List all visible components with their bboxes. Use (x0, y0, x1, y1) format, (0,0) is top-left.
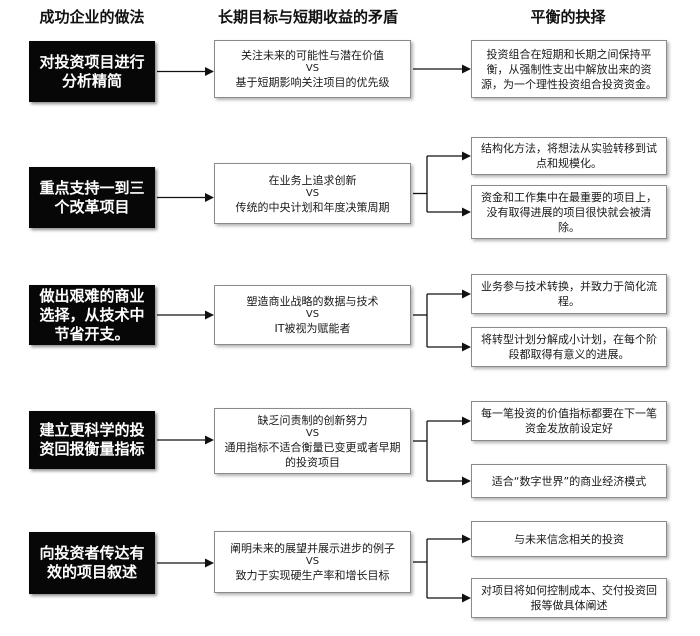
practice-label-5: 向投资者传达有效的项目叙述 (39, 544, 145, 581)
header-conflicts: 长期目标与短期收益的矛盾 (217, 8, 398, 26)
conflict-top-2: 在业务上追求创新 (268, 173, 357, 187)
choice-text-5-2: 对项目将如何控制成本、交付投资回报等做具体阐述 (481, 584, 657, 612)
choice-box-4-1: 每一笔投资的价值指标都要在下一笔资金发放前设定好 (471, 401, 667, 441)
conflict-box-3: 塑造商业战略的数据与技术 VS IT被视为赋能者 (214, 285, 411, 345)
header-practices: 成功企业的做法 (39, 8, 145, 26)
choice-text-4-2: 适合“数字世界”的商业经济模式 (491, 474, 647, 488)
conflict-vs-4: VS (305, 427, 320, 439)
conflict-bottom-2: 传统的中央计划和年度决策周期 (235, 200, 390, 214)
practice-label-1: 对投资项目进行分析精简 (39, 52, 145, 90)
choice-text-3-1: 业务参与技术转换，并致力于简化流程。 (481, 280, 657, 308)
conflict-vs-1: VS (305, 63, 320, 74)
header-choices: 平衡的抉择 (530, 8, 606, 26)
choice-box-5-1: 与未来信念相关的投资 (471, 521, 667, 557)
conflict-box-2: 在业务上追求创新 VS 传统的中央计划和年度决策周期 (214, 163, 411, 224)
conflict-vs-2: VS (305, 187, 320, 199)
choice-text-3-2: 将转型计划分解成小计划，在每个阶段都取得有意义的进展。 (481, 333, 657, 361)
conflict-box-4: 缺乏问责制的创新努力 VS 通用指标不适合衡量已变更或者早期的投资项目 (214, 408, 411, 474)
conflict-vs-5: VS (305, 556, 320, 567)
choice-box-2-1: 结构化方法，将想法从实验转移到试点和规模化。 (471, 137, 667, 175)
practice-label-3: 做出艰难的商业选择，从技术中节省开支。 (39, 286, 145, 343)
practice-box-2: 重点支持一到三个改革项目 (29, 167, 155, 228)
conflict-top-1: 关注未来的可能性与潜在价值 (241, 49, 384, 62)
practice-box-4: 建立更科学的投资回报衡量指标 (29, 411, 155, 469)
conflict-bottom-3: IT被视为赋能者 (274, 322, 351, 335)
choice-box-3-1: 业务参与技术转换，并致力于简化流程。 (471, 274, 667, 314)
choice-box-5-2: 对项目将如何控制成本、交付投资回报等做具体阐述 (471, 578, 667, 618)
conflict-bottom-4: 通用指标不适合衡量已变更或者早期的投资项目 (224, 440, 401, 469)
choice-box-3-2: 将转型计划分解成小计划，在每个阶段都取得有意义的进展。 (471, 327, 667, 367)
conflict-top-4: 缺乏问责制的创新努力 (257, 413, 368, 427)
practice-label-4: 建立更科学的投资回报衡量指标 (39, 421, 145, 458)
choice-text-2-1: 结构化方法，将想法从实验转移到试点和规模化。 (481, 142, 657, 170)
practice-label-2: 重点支持一到三个改革项目 (39, 178, 145, 216)
choice-box-2-2: 资金和工作集中在最重要的项目上，没有取得进展的项目很快就会被清除。 (471, 185, 667, 239)
choice-box-1-1: 投资组合在短期和长期之间保持平衡，从强制性支出中解放出来的资源，为一个理性投资组… (471, 40, 667, 98)
practice-box-3: 做出艰难的商业选择，从技术中节省开支。 (29, 285, 155, 345)
practice-box-1: 对投资项目进行分析精简 (29, 41, 155, 102)
conflict-bottom-1: 基于短期影响关注项目的优先级 (235, 76, 390, 89)
conflict-box-1: 关注未来的可能性与潜在价值 VS 基于短期影响关注项目的优先级 (214, 40, 411, 98)
conflict-top-5: 阐明未来的展望并展示进步的例子 (230, 542, 395, 555)
conflict-top-3: 塑造商业战略的数据与技术 (246, 295, 379, 308)
choice-text-1-1: 投资组合在短期和长期之间保持平衡，从强制性支出中解放出来的资源，为一个理性投资组… (481, 47, 657, 91)
conflict-bottom-5: 致力于实现硬生产率和增长目标 (235, 569, 390, 582)
conflict-box-5: 阐明未来的展望并展示进步的例子 VS 致力于实现硬生产率和增长目标 (214, 531, 411, 593)
choice-text-4-1: 每一笔投资的价值指标都要在下一笔资金发放前设定好 (481, 407, 657, 435)
choice-text-2-2: 资金和工作集中在最重要的项目上，没有取得进展的项目很快就会被清除。 (481, 190, 657, 234)
practice-box-5: 向投资者传达有效的项目叙述 (29, 532, 155, 594)
conflict-vs-3: VS (305, 309, 320, 320)
choice-box-4-2: 适合“数字世界”的商业经济模式 (471, 464, 667, 498)
choice-text-5-1: 与未来信念相关的投资 (514, 532, 624, 546)
